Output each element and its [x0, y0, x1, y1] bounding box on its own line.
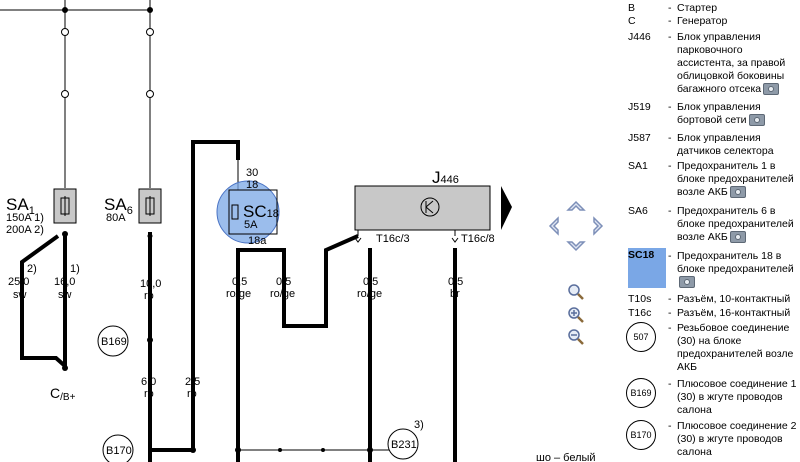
sc18-rating: 5A: [244, 219, 258, 231]
w8-size: 0,5: [363, 276, 378, 288]
camera-icon[interactable]: [729, 186, 746, 199]
sa1-sub: 1: [29, 205, 35, 217]
bottom-partial-text: шо – белый: [536, 452, 596, 462]
svg-text:C/B+: C/B+: [50, 385, 76, 403]
w1-note: 2): [27, 263, 37, 275]
camera-icon[interactable]: [729, 231, 746, 244]
sa6-label: SA: [104, 195, 127, 214]
selected-code-highlight: SC18: [628, 248, 666, 288]
wire-labels: 2) 25,0 sw 1) 16,0 sw 10,0 ro 6,0 ro 2,5…: [8, 263, 463, 400]
connector-b169[interactable]: B169: [97, 325, 129, 357]
w4-color: ro: [144, 388, 154, 400]
w6-size: 0,5: [232, 276, 247, 288]
j446-pin2: T16c/8: [461, 233, 495, 245]
feeder-nodes: [61, 7, 154, 98]
sc18-pin-18: 18: [246, 179, 258, 191]
w2-color: sw: [58, 289, 72, 301]
sa6-rating: 80A: [106, 212, 126, 224]
wire-junctions: [62, 231, 373, 453]
w9-size: 0,5: [448, 276, 463, 288]
w1-size: 25,0: [8, 276, 29, 288]
node: [147, 7, 153, 13]
connector-symbol: B169: [626, 378, 656, 408]
svg-text:SA1: SA1: [6, 195, 35, 217]
connector-b231[interactable]: B231 3): [387, 419, 424, 460]
camera-icon[interactable]: [748, 114, 765, 127]
w9-color: br: [450, 288, 460, 300]
j446-label: J: [432, 168, 441, 187]
thin-feeders: [0, 0, 151, 188]
terminal-c: C/B+: [50, 385, 76, 403]
w6-color: ro/ge: [226, 288, 251, 300]
w4-size: 6,0: [141, 376, 156, 388]
unit-j446: J446 T16c/3 T16c/8: [354, 168, 512, 245]
fuse-sa6: SA6 80A: [104, 188, 162, 224]
sa6-sub: 6: [127, 205, 133, 217]
b231-note: 3): [414, 419, 424, 431]
zoom-fit-icon[interactable]: [568, 284, 584, 300]
connector-symbol: B170: [626, 420, 656, 450]
legend-panel: B-Стартер C-Генератор J446-Блок управлен…: [626, 2, 797, 458]
zoom-in-icon[interactable]: [568, 307, 584, 323]
node: [146, 28, 154, 36]
w5-size: 2,5: [185, 376, 200, 388]
sa1-rating2: 200A 2): [6, 224, 44, 236]
connector-b170[interactable]: B170: [102, 434, 134, 462]
camera-icon[interactable]: [763, 83, 780, 96]
fuse-sc18[interactable]: 30 18 SC18 5A 18a: [216, 167, 280, 247]
node: [61, 28, 69, 36]
sc18-pin-18a: 18a: [248, 235, 267, 247]
sc18-pin-top: 30: [246, 167, 258, 179]
sc18-sub: 18: [267, 208, 279, 220]
zoom-controls: [568, 284, 584, 345]
j446-pin1: T16c/3: [376, 233, 410, 245]
w3-color: ro: [144, 290, 154, 302]
sc18-label: SC: [243, 202, 267, 221]
w5-color: ro: [187, 388, 197, 400]
node: [146, 90, 154, 98]
thick-wires: [20, 140, 457, 462]
connector-symbol: 507: [626, 322, 656, 352]
w3-size: 10,0: [140, 278, 161, 290]
pan-up-icon[interactable]: [566, 200, 586, 211]
pan-left-icon[interactable]: [548, 216, 559, 236]
svg-text:B170: B170: [106, 445, 132, 457]
pan-controls: [548, 200, 604, 252]
svg-text:SC18: SC18: [243, 202, 279, 221]
svg-text:B231: B231: [391, 439, 417, 451]
w2-size: 16,0: [54, 276, 75, 288]
pan-down-icon[interactable]: [566, 241, 586, 252]
sa1-rating: 150A 1): [6, 212, 44, 224]
svg-text:J446: J446: [432, 168, 459, 187]
camera-icon[interactable]: [679, 276, 695, 289]
fuse-sa1: SA1 150A 1) 200A 2): [6, 188, 77, 236]
sa1-label: SA: [6, 195, 29, 214]
w8-color: ro/ge: [357, 288, 382, 300]
svg-text:B169: B169: [101, 336, 127, 348]
j446-sub: 446: [441, 174, 459, 186]
pan-right-icon[interactable]: [593, 216, 604, 236]
zoom-out-icon[interactable]: [568, 329, 584, 345]
w7-color: ro/ge: [270, 288, 295, 300]
w7-size: 0,5: [276, 276, 291, 288]
svg-text:SA6: SA6: [104, 195, 133, 217]
w1-color: sw: [13, 289, 27, 301]
node: [62, 7, 68, 13]
node: [61, 90, 69, 98]
w2-note: 1): [70, 263, 80, 275]
